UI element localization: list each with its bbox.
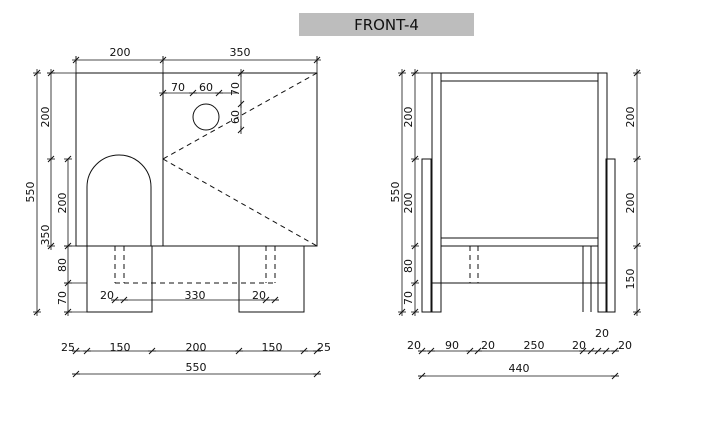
front-bottom-dim-150-right: 150 — [262, 341, 283, 354]
side-view: 550 200 200 80 70 200 200 150 20 20 90 2… — [389, 69, 642, 380]
side-bottom-dim-90: 90 — [445, 339, 459, 352]
front-leg-dim-330: 330 — [185, 289, 206, 302]
front-right-leg — [238, 245, 305, 313]
front-hole-dim-3: 70 — [229, 82, 242, 96]
front-left-dim-80: 80 — [56, 258, 69, 272]
side-left-total-dim: 550 — [389, 182, 402, 203]
front-left-dim-200: 200 — [39, 107, 52, 128]
front-bottom-dim-200: 200 — [186, 341, 207, 354]
side-left-inner-dim-200: 200 — [402, 193, 415, 214]
front-bottom-dim-25-right: 25 — [317, 341, 331, 354]
drawing-title: FRONT-4 — [299, 13, 474, 36]
front-view: 70 60 70 60 200 350 550 200 350 200 80 7… — [24, 46, 331, 378]
side-right-dim-150: 150 — [624, 269, 637, 290]
front-left-leg — [86, 245, 153, 313]
front-hole-dim-4: 60 — [229, 110, 242, 124]
front-left-dim-70: 70 — [56, 291, 69, 305]
front-top-dim-1: 200 — [110, 46, 131, 59]
front-bottom-dim-25-left: 25 — [61, 341, 75, 354]
side-bottom-dim-250: 250 — [524, 339, 545, 352]
door-swing-upper — [162, 72, 318, 160]
front-leg-dim-20-left: 20 — [100, 289, 114, 302]
side-right-post — [597, 72, 608, 313]
side-left-dim-200: 200 — [402, 107, 415, 128]
side-left-leg — [421, 158, 432, 313]
side-total-width-dim: 440 — [509, 362, 530, 375]
front-left-dim-350: 350 — [39, 225, 52, 246]
side-right-leg — [605, 158, 616, 313]
front-bottom-dim-150-left: 150 — [110, 341, 131, 354]
side-bottom-dim-20-fifth: 20 — [572, 339, 586, 352]
side-bottom-dim-20-right: 20 — [618, 339, 632, 352]
side-left-dim-80: 80 — [402, 259, 415, 273]
side-left-dim-70: 70 — [402, 291, 415, 305]
side-bottom-dim-20-second: 20 — [481, 339, 495, 352]
front-handle-hole — [192, 103, 220, 131]
side-left-post — [431, 72, 442, 313]
front-hole-dim-1: 70 — [171, 81, 185, 94]
door-swing-lower — [162, 158, 318, 247]
side-right-dim-200-mid: 200 — [624, 193, 637, 214]
side-bottom-dim-20-left: 20 — [407, 339, 421, 352]
front-cabinet-body — [75, 72, 318, 247]
side-right-dim-200-top: 200 — [624, 107, 637, 128]
front-left-total-dim: 550 — [24, 182, 37, 203]
front-hole-dim-2: 60 — [199, 81, 213, 94]
front-leg-dim-20-right: 20 — [252, 289, 266, 302]
front-arch-opening — [86, 154, 152, 246]
front-total-width-dim: 550 — [186, 361, 207, 374]
side-bottom-top-dim-20: 20 — [595, 327, 609, 340]
front-top-dim-2: 350 — [230, 46, 251, 59]
front-left-inner-dim-200: 200 — [56, 193, 69, 214]
